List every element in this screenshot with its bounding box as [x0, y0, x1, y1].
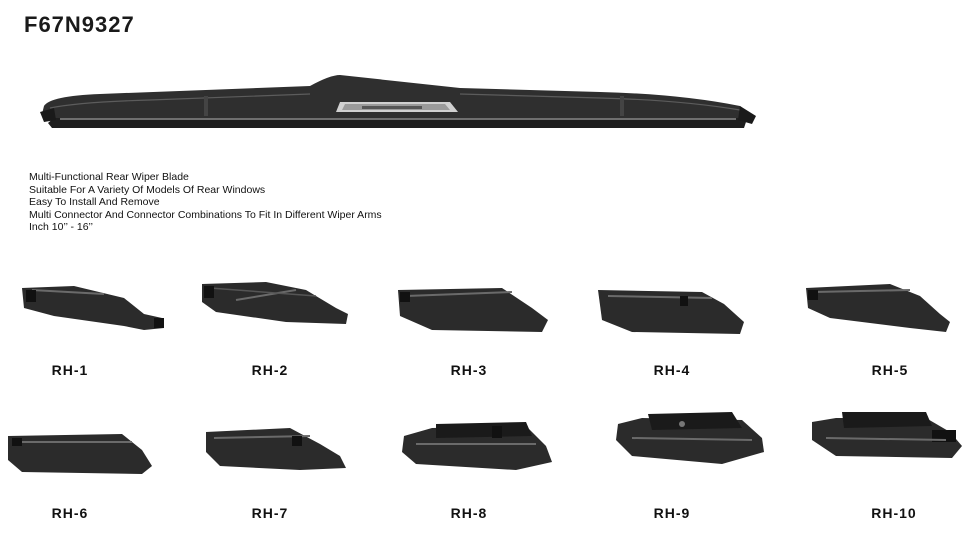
feature-item: Suitable For A Variety Of Models Of Rear…: [29, 183, 266, 196]
feature-item: Easy To Install And Remove: [29, 196, 160, 208]
feature-item: Multi-Functional Rear Wiper Blade: [29, 171, 189, 183]
connector-rh4-icon: [598, 290, 744, 334]
connector-label: RH-2: [251, 362, 289, 378]
connector-rh2-icon: [202, 282, 348, 324]
connector-label: RH-5: [871, 362, 909, 378]
connector-label: RH-3: [450, 362, 488, 378]
connector-label: RH-9: [653, 505, 691, 521]
connector-rh10-icon: [812, 412, 962, 458]
connector-rh3-icon: [398, 288, 548, 332]
connector-label: RH-10: [871, 505, 917, 521]
connector-rh1-icon: [22, 286, 164, 330]
connector-rh6-icon: [8, 434, 152, 474]
connector-label: RH-7: [251, 505, 289, 521]
connector-label: RH-1: [51, 362, 89, 378]
connector-rh8-icon: [402, 422, 552, 470]
feature-item: Multi Connector And Connector Combinatio…: [29, 208, 382, 221]
feature-item: Inch 10’’ - 16’’: [29, 221, 94, 233]
product-code: F67N9327: [24, 12, 135, 37]
feature-list: Multi-Functional Rear Wiper Blade Suitab…: [29, 171, 382, 234]
wiper-blade-image: [40, 75, 756, 128]
connector-rh7-icon: [206, 428, 346, 470]
connector-rh5-icon: [806, 284, 950, 332]
connector-label: RH-6: [51, 505, 89, 521]
connector-rh9-icon: [616, 412, 764, 464]
connector-label: RH-4: [653, 362, 691, 378]
connector-label: RH-8: [450, 505, 488, 521]
